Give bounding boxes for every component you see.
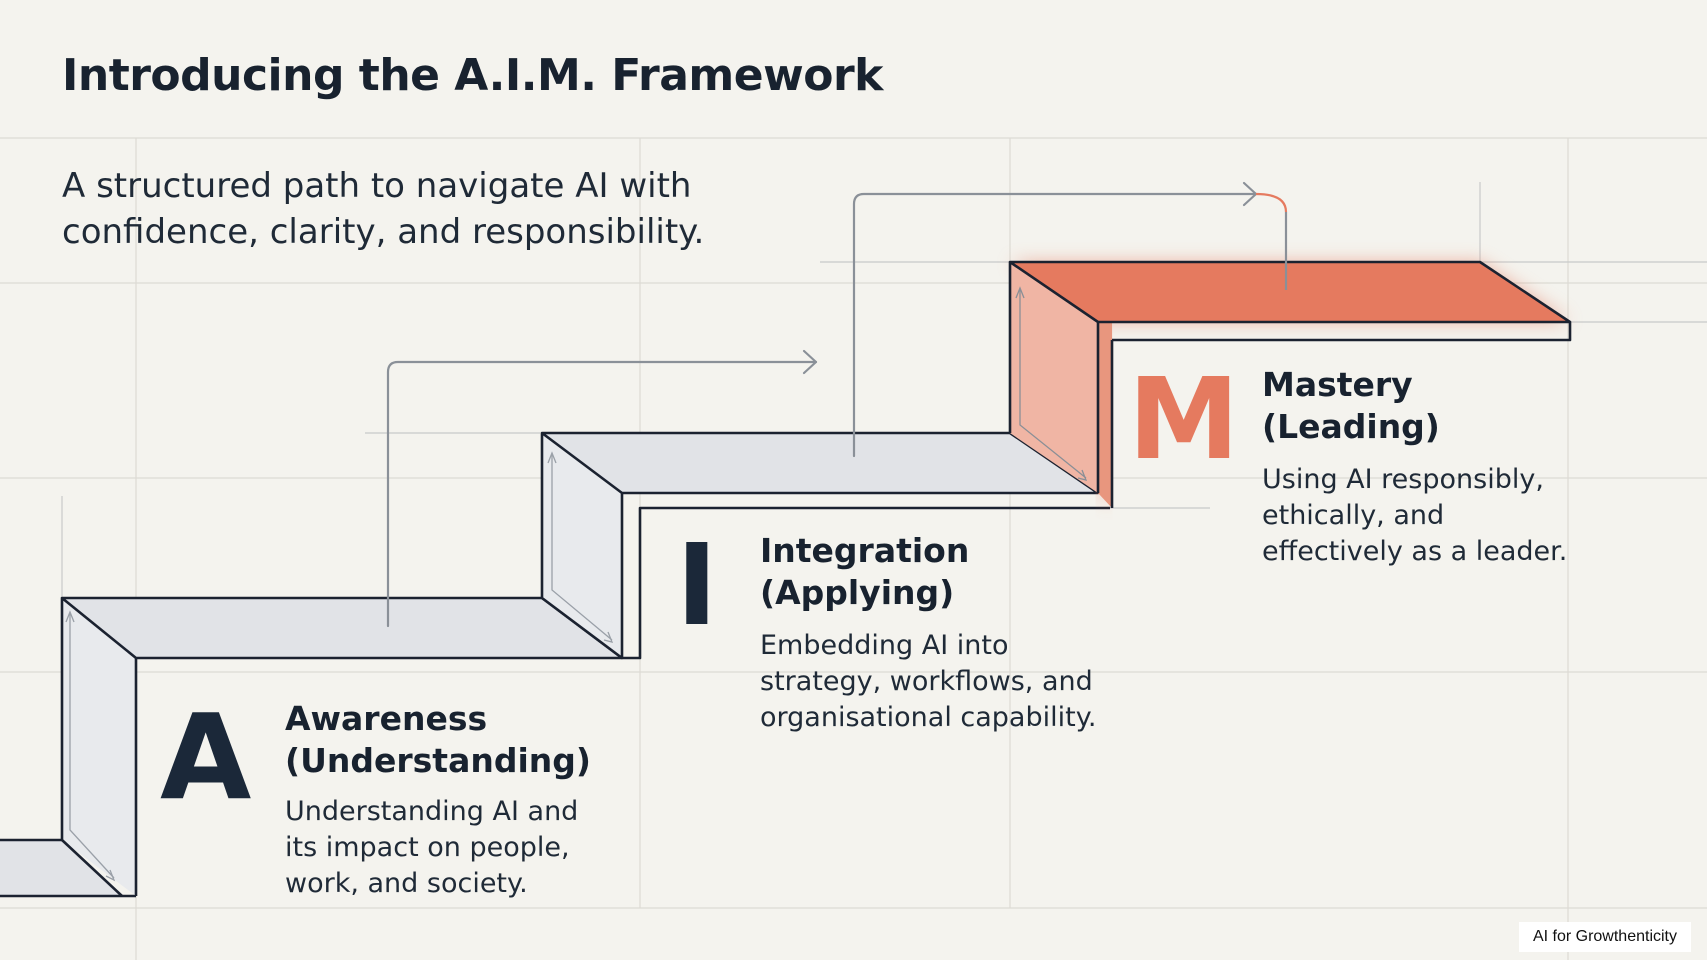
subtitle-line: A structured path to navigate AI with <box>62 166 692 206</box>
lead-in-step <box>0 840 122 896</box>
stage-letter-m: M <box>1128 355 1240 485</box>
stage-letter-i: I <box>676 521 718 651</box>
step-mastery <box>1008 260 1572 508</box>
watermark-label: AI for Growthenticity <box>1518 922 1691 952</box>
stage-description-mastery: Using AI responsibly, ethically, and eff… <box>1262 462 1567 570</box>
description-line: ethically, and <box>1262 500 1445 531</box>
arrow-right-icon <box>386 349 818 628</box>
stage-subtitle: (Understanding) <box>285 741 591 780</box>
stage-name: Integration <box>760 531 970 570</box>
stage-description-integration: Embedding AI into strategy, workflows, a… <box>760 628 1096 736</box>
step-integration <box>540 431 1110 660</box>
description-line: work, and society. <box>285 868 528 899</box>
stage-subtitle: (Leading) <box>1262 407 1440 446</box>
stage-title-mastery: Mastery (Leading) <box>1262 364 1440 448</box>
stage-name: Awareness <box>285 699 488 738</box>
stage-name: Mastery <box>1262 365 1413 404</box>
description-line: strategy, workflows, and <box>760 666 1093 697</box>
stage-letter-a: A <box>160 688 252 826</box>
stage-description-awareness: Understanding AI and its impact on peopl… <box>285 794 578 902</box>
page-title: Introducing the A.I.M. Framework <box>62 50 883 101</box>
description-line: Understanding AI and <box>285 796 579 827</box>
stage-subtitle: (Applying) <box>760 573 955 612</box>
stage-title-integration: Integration (Applying) <box>760 530 969 614</box>
description-line: effectively as a leader. <box>1262 536 1568 567</box>
subtitle-line: confidence, clarity, and responsibility. <box>62 212 705 252</box>
arrow-tail-accent <box>1255 192 1288 213</box>
description-line: its impact on people, <box>285 832 570 863</box>
stage-title-awareness: Awareness (Understanding) <box>285 698 591 782</box>
step-awareness <box>60 596 624 897</box>
description-line: Using AI responsibly, <box>1262 464 1544 495</box>
page-subtitle: A structured path to navigate AI with co… <box>62 163 762 255</box>
description-line: Embedding AI into <box>760 630 1009 661</box>
description-line: organisational capability. <box>760 702 1097 733</box>
